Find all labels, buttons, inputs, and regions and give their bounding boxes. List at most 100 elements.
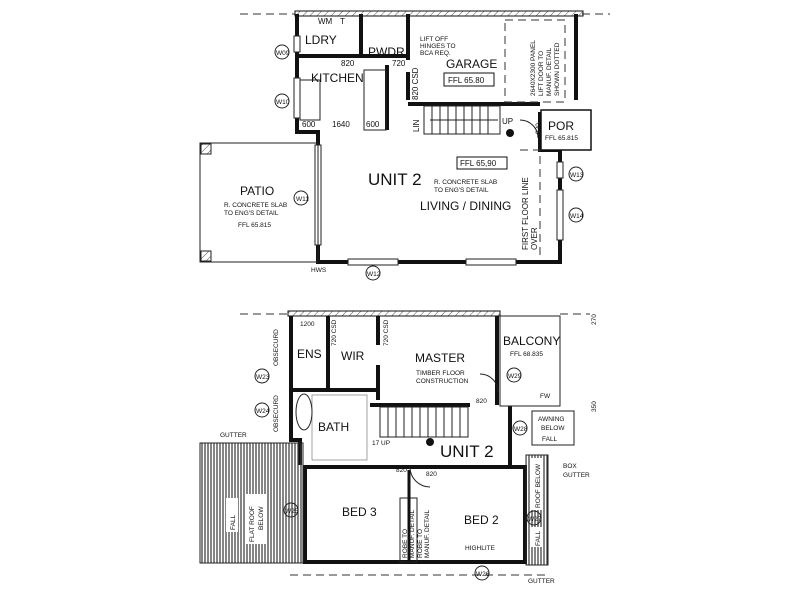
svg-text:W28: W28 (514, 426, 528, 433)
svg-text:W11: W11 (296, 196, 309, 203)
robe-note: ROBE TO MANUF. DETAIL (402, 509, 416, 558)
room-label-master: MASTER (415, 351, 465, 365)
svg-text:W29: W29 (508, 373, 522, 380)
svg-text:W24: W24 (256, 408, 270, 415)
svg-text:W23: W23 (256, 374, 270, 381)
window-tags: W23 W24 W25 W26 W27 W28 W29 (254, 367, 542, 581)
room-label-patio: PATIO (240, 184, 274, 198)
first-floor-plan: ENS WIR 720 CSD 720 CSD MASTER TIMBER FL… (199, 310, 598, 585)
top-wall (287, 310, 501, 317)
dimension: 1200 (300, 321, 315, 328)
room-label-garage: GARAGE (446, 57, 497, 71)
bath-tiles (311, 394, 368, 461)
note-slab: R. CONCRETE SLAB (434, 179, 497, 186)
side-roof-note: ROOF BELOW FALL (531, 458, 543, 547)
door-swing (409, 466, 431, 488)
patio-post (200, 250, 212, 262)
dimension: 820 (396, 467, 407, 474)
note-gutter: GUTTER (528, 578, 555, 585)
note-patio-slab: R. CONCRETE SLAB (224, 202, 287, 209)
note-highlite: HIGHLITE (465, 545, 496, 552)
window-w12-left (347, 258, 399, 266)
note-slab: TO ENG'S DETAIL (434, 187, 489, 194)
door-swing (479, 373, 499, 393)
garage-door-outline (504, 19, 566, 103)
note-lift-off: BCA REQ. (420, 50, 451, 57)
note-awning: AWNING (538, 416, 564, 423)
room-label-bed3: BED 3 (342, 505, 377, 519)
room-label-laundry: LDRY (305, 33, 337, 47)
svg-text:MANUF. DETAIL: MANUF. DETAIL (546, 47, 553, 96)
patio-slab (199, 142, 319, 263)
note-gutter: GUTTER (220, 432, 247, 439)
svg-text:SHOWN DOTTED: SHOWN DOTTED (554, 42, 561, 96)
smoke-detector-icon (506, 129, 514, 137)
first-stairs (379, 406, 469, 438)
svg-text:W09: W09 (276, 50, 290, 57)
note-awning: BELOW (541, 425, 565, 432)
svg-text:FALL: FALL (230, 514, 237, 530)
note-timber: TIMBER FLOOR (416, 370, 465, 377)
window-w12-right (465, 258, 517, 266)
svg-text:W13: W13 (570, 172, 584, 179)
svg-text:W12: W12 (367, 271, 381, 278)
svg-text:FALL: FALL (535, 530, 542, 546)
note-obscured: OBSECURD (273, 395, 280, 432)
note-lift-off: LIFT OFF (420, 36, 448, 43)
ground-floor-plan: LDRY WM T PWDR LIFT OFF HINGES TO BCA RE… (199, 10, 610, 281)
ground-stairs (423, 105, 501, 135)
dimension: 350 (591, 401, 598, 412)
dimension: 600 (366, 120, 380, 129)
svg-text:ROBE TO: ROBE TO (402, 529, 409, 558)
smoke-detector-icon (426, 438, 434, 446)
note-obscured: OBSECURD (273, 329, 280, 366)
room-label-ensuite: ENS (297, 347, 322, 361)
patio-post (200, 143, 212, 155)
top-wall (294, 10, 584, 17)
dimension: 270 (591, 314, 598, 325)
dimension: 820 (341, 59, 355, 68)
dimension: 720 (392, 59, 406, 68)
room-label-kitchen: KITCHEN (311, 71, 364, 85)
awning (531, 410, 575, 446)
robe-note: ROBE TO MANUF. DETAIL (417, 509, 431, 558)
kitchen-bench (363, 69, 387, 131)
svg-text:LIFT DOOR TO: LIFT DOOR TO (538, 51, 545, 96)
dimension: 820 (476, 398, 487, 405)
svg-text:MANUF. DETAIL: MANUF. DETAIL (409, 509, 416, 558)
unit-label: UNIT 2 (440, 442, 494, 461)
svg-text:W27: W27 (528, 516, 542, 523)
window-w09 (293, 35, 301, 53)
level-porch: FFL 65.815 (545, 135, 578, 142)
svg-text:ROBE TO: ROBE TO (417, 529, 424, 558)
dimension: 600 (302, 120, 316, 129)
note-box-gutter: BOX (563, 463, 577, 470)
svg-text:FLAT ROOF: FLAT ROOF (249, 506, 256, 542)
garage-door-note: 2640X2300 PANEL LIFT DOOR TO MANUF. DETA… (530, 40, 561, 96)
level-garage: FFL 65.80 (448, 76, 485, 85)
unit-label: UNIT 2 (368, 170, 422, 189)
dimension: 820 (426, 471, 437, 478)
room-label-porch: POR (548, 119, 574, 133)
kitchen-sink (299, 79, 321, 121)
first-floor-line (520, 149, 541, 258)
note-fall: FALL (542, 436, 558, 443)
svg-text:W10: W10 (276, 99, 290, 106)
stair-up-label: 17 UP (372, 440, 390, 447)
window-w10 (293, 77, 301, 119)
label-fw: FW (540, 393, 551, 400)
svg-text:MANUF. DETAIL: MANUF. DETAIL (424, 509, 431, 558)
level-box (443, 72, 495, 87)
door-csd-label: 820 CSD (411, 67, 420, 100)
door-csd-label: 720 CSD (331, 319, 338, 346)
room-label-living: LIVING / DINING (420, 199, 511, 213)
bathtub (295, 393, 313, 431)
note-lift-off: HINGES TO (420, 43, 456, 50)
room-label-wir: WIR (341, 349, 365, 363)
window-w13 (556, 161, 564, 179)
room-label-linen: LIN (412, 119, 421, 132)
svg-text:FIRST FLOOR LINE: FIRST FLOOR LINE (521, 177, 530, 250)
flat-roof-note: FALL FLAT ROOF BELOW (226, 494, 267, 544)
level-balcony: FFL 68.835 (510, 351, 543, 358)
